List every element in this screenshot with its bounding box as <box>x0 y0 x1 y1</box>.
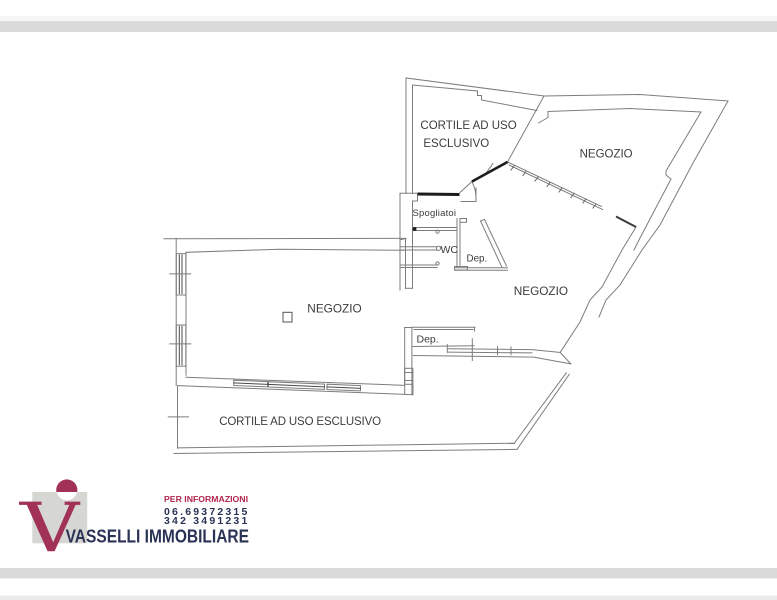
svg-text:NEGOZIO: NEGOZIO <box>307 301 361 315</box>
svg-text:CORTILE AD USO ESCLUSIVO: CORTILE AD USO ESCLUSIVO <box>219 416 381 428</box>
svg-text:VASSELLI IMMOBILIARE: VASSELLI IMMOBILIARE <box>66 526 249 547</box>
svg-text:ESCLUSIVO: ESCLUSIVO <box>423 138 489 150</box>
svg-text:Dep.: Dep. <box>467 254 488 265</box>
svg-text:WC: WC <box>441 244 459 256</box>
svg-text:Spogliatoi: Spogliatoi <box>413 208 457 219</box>
svg-text:CORTILE AD USO: CORTILE AD USO <box>420 120 516 132</box>
svg-text:Dep.: Dep. <box>417 334 439 346</box>
svg-text:06.69372315: 06.69372315 <box>164 506 250 518</box>
svg-text:PER INFORMAZIONI: PER INFORMAZIONI <box>164 494 248 504</box>
svg-text:NEGOZIO: NEGOZIO <box>514 284 568 298</box>
svg-text:342 3491231: 342 3491231 <box>164 515 250 527</box>
svg-text:NEGOZIO: NEGOZIO <box>580 149 633 161</box>
